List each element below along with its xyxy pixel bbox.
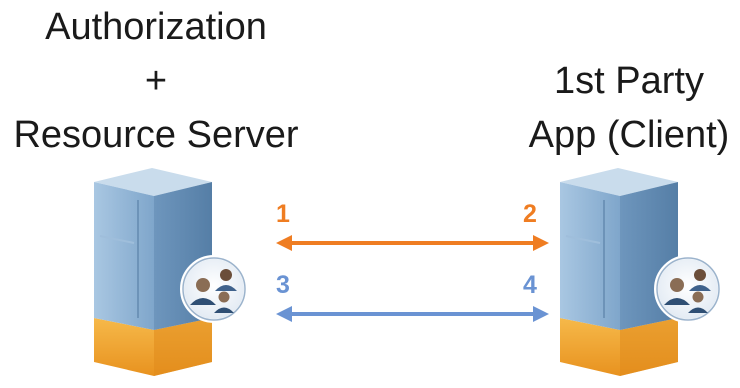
step-3-label: 3 (276, 271, 290, 299)
step-2-label: 2 (523, 200, 537, 228)
right-node-title-line-1: 1st Party (554, 60, 704, 102)
right-users-badge-icon (654, 255, 722, 323)
right-node-title-line-2: App (Client) (528, 114, 730, 156)
step-4-label: 4 (523, 271, 537, 299)
step-1-label: 1 (276, 200, 290, 228)
left-users-badge-icon (180, 255, 248, 323)
left-node-title-plus: + (144, 60, 168, 102)
left-node-title-line-1: Authorization (45, 6, 267, 48)
left-node-title-line-3: Resource Server (13, 114, 299, 156)
